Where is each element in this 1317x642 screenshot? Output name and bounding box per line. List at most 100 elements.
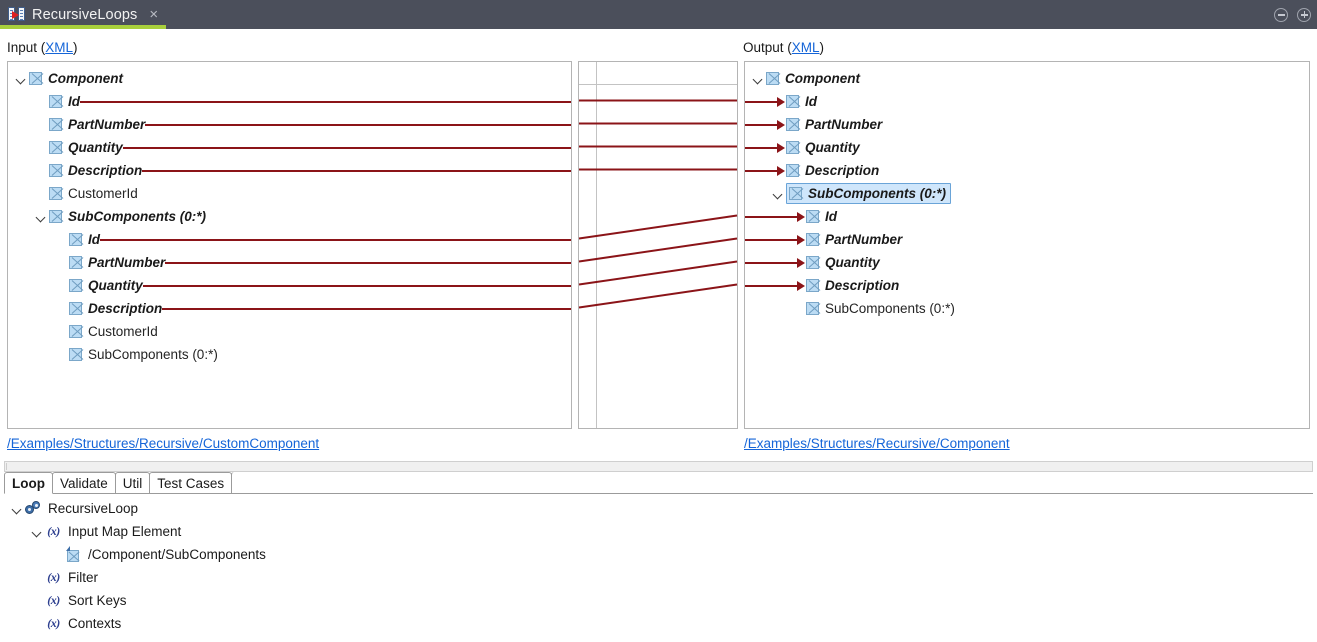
mapping-wire-arrowhead [777, 166, 785, 176]
input-tree-row[interactable]: SubComponents (0:*) [53, 343, 218, 366]
output-tree-row[interactable]: Quantity [770, 136, 860, 159]
input-tree-row-label: SubComponents (0:*) [88, 347, 218, 362]
loop-tree-row[interactable]: (x) Contexts [29, 612, 121, 635]
tree-indent-spacer [29, 566, 45, 589]
input-tree-row[interactable]: Id [33, 90, 80, 113]
output-tree-row[interactable]: Quantity [790, 251, 880, 274]
output-tree-row[interactable]: PartNumber [790, 228, 902, 251]
tree-indent-spacer [29, 612, 45, 635]
input-tree-row[interactable]: CustomerId [53, 320, 158, 343]
chevron-down-icon[interactable] [13, 67, 29, 90]
mapping-grid-panel[interactable] [578, 61, 738, 429]
mapping-wire-arrowhead [777, 97, 785, 107]
chevron-down-icon[interactable] [9, 497, 25, 520]
close-icon[interactable]: × [149, 6, 159, 23]
output-schema-path-link[interactable]: /Examples/Structures/Recursive/Component [744, 436, 1010, 451]
output-tree-row-label: Component [785, 71, 860, 86]
selected-node-highlight[interactable]: SubComponents (0:*) [786, 183, 951, 204]
input-tree-row-label: CustomerId [68, 186, 138, 201]
minus-circle-icon[interactable] [1274, 7, 1288, 22]
function-fx-icon: (x) [47, 593, 60, 607]
mapping-doc-icon [8, 6, 25, 23]
editor-tab-recursiveloops[interactable]: RecursiveLoops × [0, 0, 167, 29]
input-tree-row-label: Quantity [68, 140, 123, 155]
input-tree-row-label: CustomerId [88, 324, 158, 339]
input-tree-row[interactable]: Description [33, 159, 142, 182]
horizontal-scrollbar[interactable] [4, 461, 1313, 472]
chevron-down-icon[interactable] [29, 520, 45, 543]
editor-tab-label: RecursiveLoops [32, 6, 138, 23]
input-xml-link[interactable]: XML [45, 40, 74, 55]
input-tree-row[interactable]: Id [53, 228, 100, 251]
mapping-wire-stub [165, 262, 571, 264]
input-tree-row[interactable]: PartNumber [33, 113, 145, 136]
input-schema-path-link[interactable]: /Examples/Structures/Recursive/CustomCom… [7, 436, 320, 451]
tab-test-cases[interactable]: Test Cases [149, 472, 233, 493]
mapping-wire-arrow-shaft [745, 124, 778, 126]
loop-tree-row[interactable]: (x)Input Map Element [29, 520, 181, 543]
chevron-down-icon[interactable] [750, 67, 766, 90]
output-label-text: Output ( [743, 40, 792, 55]
input-tree-row[interactable]: PartNumber [53, 251, 165, 274]
output-tree-row[interactable]: PartNumber [770, 113, 882, 136]
input-tree-row[interactable]: CustomerId [33, 182, 138, 205]
mapping-wire-arrowhead [797, 235, 805, 245]
tree-indent-spacer [33, 159, 49, 182]
input-tree-row[interactable]: Description [53, 297, 162, 320]
output-tree-row[interactable]: Id [770, 90, 817, 113]
tree-indent-spacer [53, 343, 69, 366]
mapping-wire-stub [145, 124, 571, 126]
loop-tree-row[interactable]: RecursiveLoop [9, 497, 138, 520]
output-tree-row[interactable]: Description [770, 159, 879, 182]
input-label-suffix: ) [73, 40, 78, 55]
output-tree-row[interactable]: Id [790, 205, 837, 228]
output-tree-row-label: PartNumber [825, 232, 903, 247]
output-tree-row-label: Id [805, 94, 817, 109]
tree-indent-spacer [53, 228, 69, 251]
input-tree-row[interactable]: Quantity [53, 274, 143, 297]
plus-circle-icon[interactable] [1297, 7, 1311, 22]
mapping-wire-arrow-shaft [745, 262, 798, 264]
output-tree-row-label: Quantity [805, 140, 860, 155]
chevron-down-icon[interactable] [33, 205, 49, 228]
loop-tree-row[interactable]: /Component/SubComponents [49, 543, 266, 566]
tree-indent-spacer [53, 297, 69, 320]
input-tree-row-label: Description [88, 301, 163, 316]
schema-node-icon [786, 118, 799, 131]
input-tree-row[interactable]: SubComponents (0:*) [33, 205, 206, 228]
tab-loop[interactable]: Loop [4, 472, 53, 494]
schema-node-icon [49, 95, 62, 108]
output-tree-row[interactable]: SubComponents (0:*) [770, 182, 951, 205]
mapping-wire-arrowhead [777, 143, 785, 153]
loop-tree-row[interactable]: (x)Filter [29, 566, 98, 589]
mapping-wire-stub [80, 101, 571, 103]
loop-tree-row[interactable]: (x) Sort Keys [29, 589, 127, 612]
tab-util[interactable]: Util [114, 472, 151, 493]
tree-indent-spacer [790, 297, 806, 320]
loop-tree-row-label: Sort Keys [68, 593, 127, 608]
tree-indent-spacer [33, 182, 49, 205]
output-xml-link[interactable]: XML [791, 40, 820, 55]
output-tree-row-label: Quantity [825, 255, 880, 270]
input-tree-row[interactable]: Component [13, 67, 123, 90]
function-fx-icon: (x) [47, 524, 60, 538]
output-tree-row[interactable]: SubComponents (0:*) [790, 297, 955, 320]
tree-indent-spacer [33, 136, 49, 159]
mapping-wire-arrowhead [797, 258, 805, 268]
output-tree-row[interactable]: Description [790, 274, 899, 297]
mapping-wire-arrow-shaft [745, 239, 798, 241]
scrollbar-thumb[interactable] [6, 463, 7, 470]
chevron-down-icon[interactable] [770, 182, 786, 205]
mapping-wire-stub [100, 239, 571, 241]
output-tree-row[interactable]: Component [750, 67, 860, 90]
loop-tree-row-label: Contexts [68, 616, 122, 631]
tab-validate[interactable]: Validate [52, 472, 116, 493]
tree-indent-spacer [33, 113, 49, 136]
input-tree-row[interactable]: Quantity [33, 136, 123, 159]
input-panel-label: Input (XML) [7, 40, 78, 55]
function-fx-icon: (x) [47, 616, 60, 630]
tab-label: Test Cases [157, 475, 225, 491]
mapping-wire-stub [142, 285, 571, 287]
